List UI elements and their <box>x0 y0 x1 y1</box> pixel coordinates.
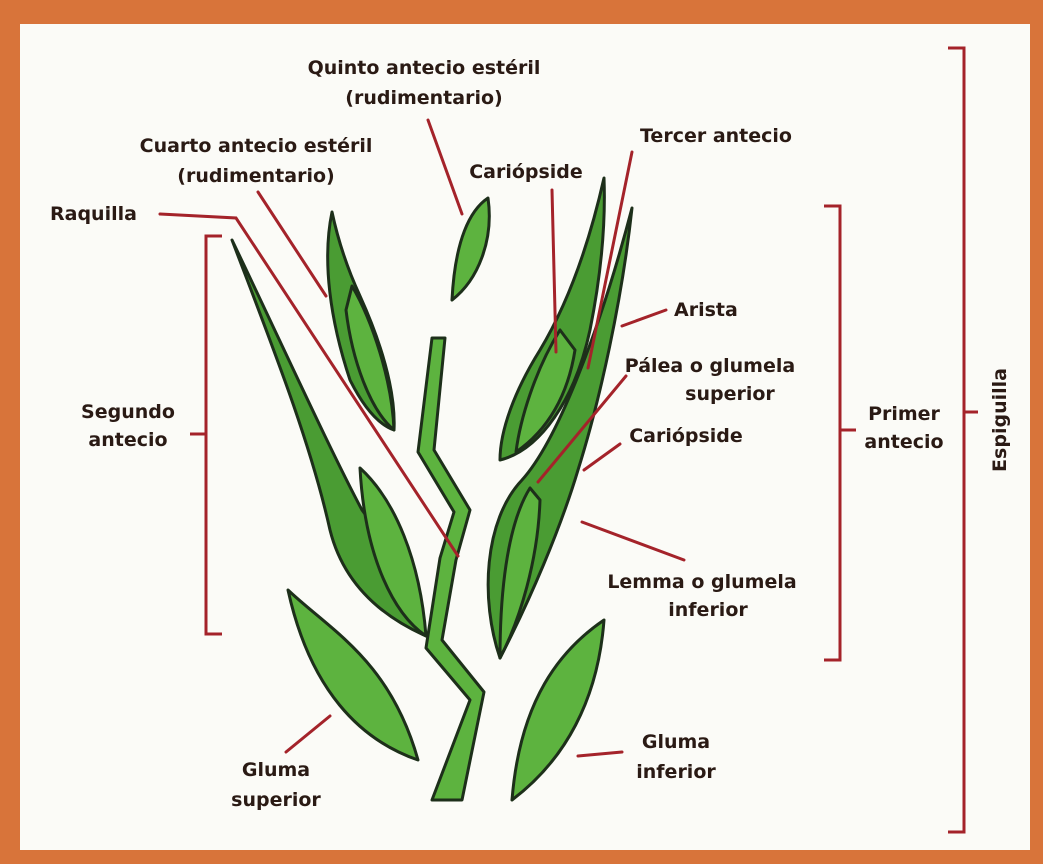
leader-arista <box>622 310 666 326</box>
leader-gluma-inferior <box>578 752 622 756</box>
label-gluma-superior-line2: superior <box>231 789 321 811</box>
gluma-inferior-leaf <box>512 620 604 800</box>
label-lemma-line2: inferior <box>668 599 748 621</box>
label-primer-line1: Primer <box>868 403 940 425</box>
bracket-espiguilla <box>948 48 978 832</box>
label-segundo-line2: antecio <box>88 429 167 451</box>
label-espiguilla: Espiguilla <box>989 368 1011 472</box>
leader-quinto <box>428 120 462 214</box>
label-palea-line2: superior <box>685 383 775 405</box>
label-palea-line1: Pálea o glumela <box>625 355 795 377</box>
label-tercer: Tercer antecio <box>640 125 792 147</box>
label-cariopside-mid: Cariópside <box>629 425 743 447</box>
label-cariopside-top: Cariópside <box>469 161 583 183</box>
label-lemma-line1: Lemma o glumela <box>607 571 796 593</box>
leader-cariopside-mid <box>584 444 620 470</box>
label-primer-line2: antecio <box>864 431 943 453</box>
label-arista: Arista <box>674 299 738 321</box>
leader-cuarto <box>258 192 326 296</box>
label-gluma-inferior-line1: Gluma <box>642 731 710 753</box>
label-gluma-inferior-line2: inferior <box>636 761 716 783</box>
label-segundo-line1: Segundo <box>81 401 175 423</box>
label-gluma-superior-line1: Gluma <box>242 759 310 781</box>
leader-lemma <box>582 522 684 560</box>
label-quinto-line1: Quinto antecio estéril <box>308 57 541 79</box>
label-quinto-line2: (rudimentario) <box>345 87 502 109</box>
label-cuarto-line2: (rudimentario) <box>177 165 334 187</box>
label-raquilla: Raquilla <box>50 203 137 225</box>
label-cuarto-line1: Cuarto antecio estéril <box>140 135 373 157</box>
bracket-segundo-antecio <box>190 236 222 634</box>
quinto-antecio-leaf <box>452 198 489 300</box>
bracket-primer-antecio <box>824 206 856 660</box>
leader-gluma-superior <box>286 716 330 752</box>
rachilla-stem <box>418 338 484 800</box>
